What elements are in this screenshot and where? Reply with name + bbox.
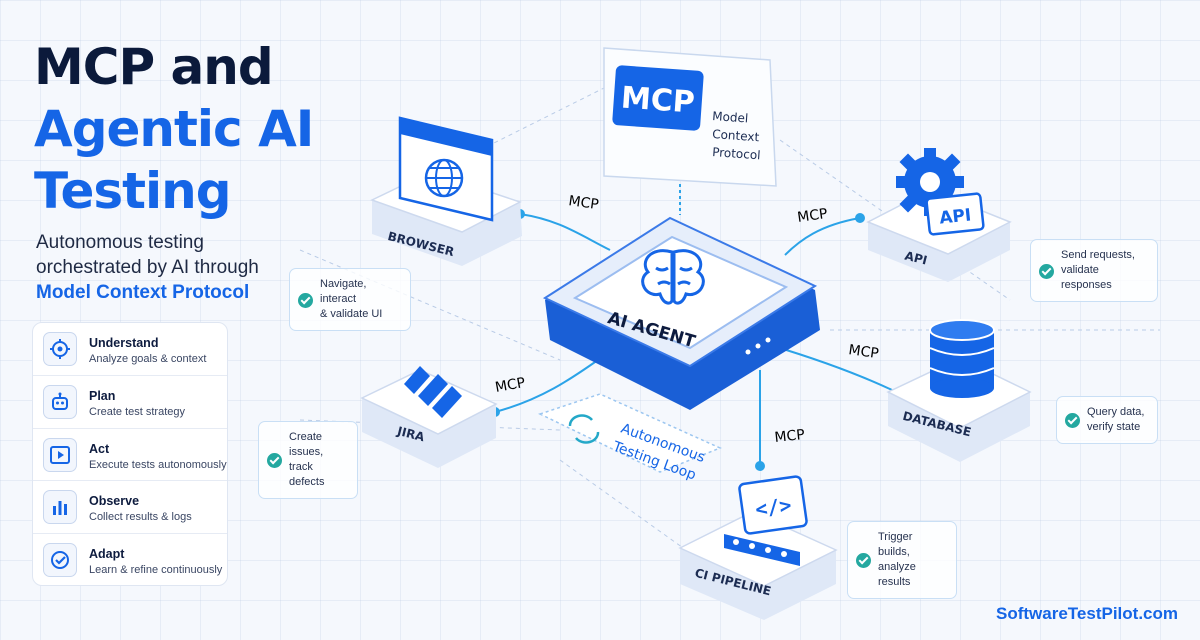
code-icon [738,475,808,535]
step-desc: Analyze goals & context [89,353,207,365]
title-line-2: Agentic AI [34,100,314,158]
step-adapt: Adapt Learn & refine continuously [33,534,227,585]
browser-node [370,116,522,266]
step-name: Observe [89,494,140,509]
callout-ci: Trigger builds, analyze results [847,521,957,599]
database-node [886,319,1032,462]
callout-text: validate responses [1061,264,1112,291]
callout-jira: Create issues, track defects [258,421,358,499]
step-understand: Understand Analyze goals & context [33,323,227,376]
api-badge: API [938,205,972,228]
check-icon [298,292,313,308]
jira-node [360,366,498,468]
step-desc: Create test strategy [89,405,185,418]
ai-agent-platform: AI AGENT [542,216,820,410]
step-desc: Collect results & logs [89,511,192,524]
steps-list: Understand Analyze goals & context Plan … [32,322,228,586]
callout-text: & validate UI [320,308,383,320]
step-observe: Observe Collect results & logs [33,481,227,535]
step-name: Plan [89,388,116,403]
callout-text: Send requests, [1061,249,1135,261]
subtitle: Autonomous testing orchestrated by AI th… [36,230,296,305]
api-node: API [866,148,1012,282]
svg-text:</>: </> [754,493,793,522]
conveyor-icon [724,534,800,566]
jira-icon [404,366,462,418]
jira-label: JIRA [395,424,427,445]
step-desc: Execute tests autonomously [89,458,227,471]
api-label: API [903,249,928,268]
check-circle-icon [43,543,77,578]
status-lights [745,337,771,355]
page-title: MCP and Agentic AI Testing [34,36,314,222]
check-icon [856,553,871,568]
mcp-protocol-box: MCP Model Context Protocol [603,47,777,187]
subtitle-line-1: Autonomous testing [36,232,204,253]
mcp-label-api: MCP [796,206,828,226]
mcp-label-database: MCP [847,342,879,362]
subtitle-highlight: Model Context Protocol [36,282,250,303]
step-name: Understand [89,336,159,350]
check-icon [1039,263,1054,279]
mcp-label-browser: MCP [567,193,599,213]
refresh-icon [568,414,600,444]
play-icon [43,437,77,472]
ci-pipeline-node: </> [678,475,838,620]
check-icon [1065,413,1080,428]
step-name: Act [89,441,110,456]
mcp-line-1: Model [712,109,749,125]
callout-text: Trigger builds, [878,531,913,558]
callout-text: Query data, [1087,406,1145,418]
target-icon [43,332,77,366]
title-line-1: MCP and [34,38,274,96]
robot-icon [43,384,77,419]
callout-text: track defects [289,461,325,488]
callout-api: Send requests, validate responses [1030,239,1158,302]
bar-chart-icon [43,490,77,525]
callout-text: verify state [1087,421,1141,433]
step-act: Act Execute tests autonomously [33,429,227,482]
callout-text: Create issues, [289,431,324,458]
step-plan: Plan Create test strategy [33,376,227,429]
subtitle-line-2: orchestrated by AI through [36,257,259,278]
database-icon [929,319,995,398]
title-line-3: Testing [34,162,232,220]
step-name: Adapt [89,547,125,562]
callout-text: analyze results [878,561,916,588]
mcp-badge: MCP [620,80,696,120]
mcp-label-jira: MCP [494,375,527,396]
callout-browser: Navigate, interact & validate UI [289,268,411,331]
step-desc: Learn & refine continuously [89,564,223,577]
mcp-label-ci: MCP [774,427,806,446]
callout-text: Navigate, interact [320,278,367,305]
brand-link[interactable]: SoftwareTestPilot.com [996,604,1178,623]
mcp-line-2: Context [712,127,760,144]
brain-icon [641,249,705,305]
check-icon [267,453,282,468]
mcp-line-3: Protocol [712,145,761,162]
callout-database: Query data, verify state [1056,396,1158,444]
